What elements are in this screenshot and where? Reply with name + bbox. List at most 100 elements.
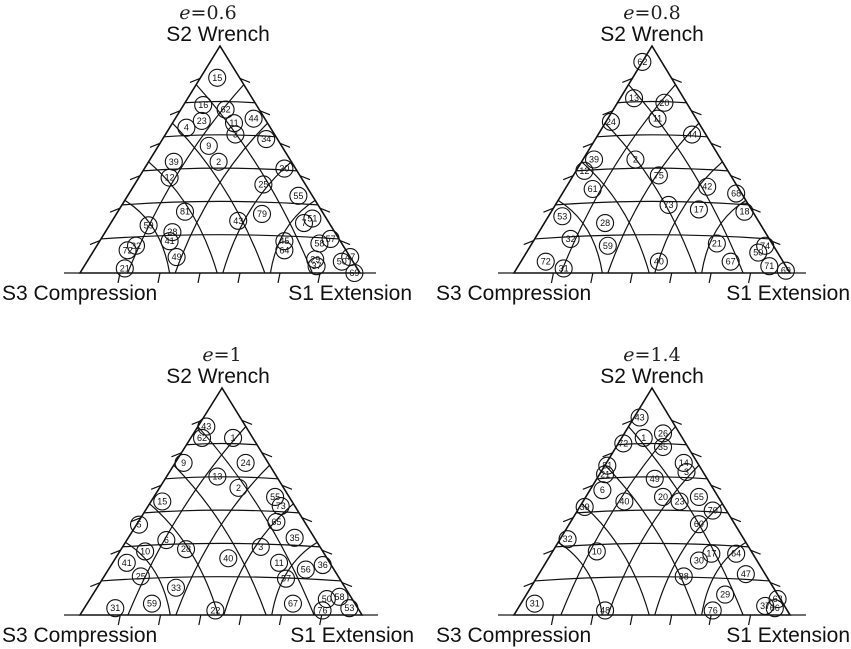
grid-arc-s2 bbox=[534, 234, 770, 240]
data-point-label: 35 bbox=[658, 442, 668, 452]
data-point-label: 21 bbox=[600, 469, 610, 479]
grid-arc-s2 bbox=[143, 509, 300, 514]
data-point: 2 bbox=[229, 478, 248, 497]
data-point-label: 76 bbox=[318, 605, 328, 615]
data-point: 73 bbox=[659, 195, 678, 214]
data-point-label: 58 bbox=[314, 238, 324, 248]
ternary-grid bbox=[498, 386, 806, 626]
axis-tick bbox=[747, 614, 752, 626]
data-point-label: 59 bbox=[603, 241, 613, 251]
vertex-label-s1: S1 Extension bbox=[288, 282, 412, 305]
data-point-label: 53 bbox=[344, 603, 354, 613]
ternary-panel-1: e=0.6 S2 Wrench S3 Compression S1 Extens… bbox=[2, 2, 412, 305]
data-point-label: 6 bbox=[164, 535, 169, 545]
axis-tick bbox=[261, 452, 273, 458]
data-point-marker bbox=[598, 456, 617, 475]
data-point-marker bbox=[276, 569, 296, 588]
grid-arc-s2 bbox=[596, 134, 708, 138]
data-point-label: 18 bbox=[739, 207, 749, 217]
data-point-label: 29 bbox=[720, 590, 730, 600]
data-point-label: 31 bbox=[559, 263, 569, 273]
data-point-marker bbox=[251, 537, 270, 556]
data-point-marker bbox=[294, 214, 314, 233]
data-point-label: 11 bbox=[229, 118, 238, 128]
data-point: 29 bbox=[306, 250, 325, 269]
vertex-label-s1: S1 Extension bbox=[726, 624, 850, 647]
axis-tick bbox=[602, 452, 613, 458]
axis-tick bbox=[622, 77, 633, 83]
data-point-marker bbox=[340, 599, 359, 618]
grid-arc-s2 bbox=[163, 134, 277, 138]
vertex-label-s3: S3 Compression bbox=[2, 624, 157, 647]
axis-tick bbox=[708, 272, 712, 284]
data-point-marker bbox=[330, 587, 349, 606]
data-point-label: 28 bbox=[600, 218, 610, 228]
axis-tick bbox=[169, 110, 181, 116]
data-point: 35 bbox=[653, 437, 673, 457]
data-point-label: 34 bbox=[261, 134, 271, 144]
data-point-label: 42 bbox=[702, 182, 712, 192]
axis-tick bbox=[523, 240, 534, 246]
data-point-label: 71 bbox=[764, 261, 774, 271]
data-point-label: 24 bbox=[241, 458, 251, 468]
data-point: 9 bbox=[199, 136, 218, 155]
data-point-marker bbox=[707, 234, 726, 253]
data-point-marker bbox=[653, 437, 673, 457]
grid-arc-s2 bbox=[555, 542, 749, 548]
data-point: 68 bbox=[727, 184, 746, 203]
axis-tick bbox=[562, 517, 574, 523]
axis-tick bbox=[671, 419, 682, 425]
data-point-label: 17 bbox=[694, 204, 704, 214]
data-point: 11 bbox=[224, 114, 244, 133]
data-point-label: 40 bbox=[619, 497, 629, 507]
data-point-label: 50 bbox=[337, 257, 347, 267]
data-point-label: 39 bbox=[169, 157, 179, 167]
data-point-label: 1 bbox=[231, 433, 236, 443]
grid-curve-s1 bbox=[174, 122, 269, 274]
data-point-marker bbox=[166, 578, 186, 597]
data-point-marker bbox=[174, 453, 193, 472]
axis-tick bbox=[543, 549, 554, 555]
data-point-marker bbox=[345, 263, 364, 283]
data-point-label: 51 bbox=[307, 214, 317, 224]
data-point: 5 bbox=[129, 515, 149, 534]
grid-curve-s1 bbox=[127, 426, 247, 616]
data-point-label: 63 bbox=[773, 594, 783, 604]
axis-tick bbox=[149, 142, 161, 148]
data-point-label: 57 bbox=[326, 234, 336, 244]
grid-arc-s2 bbox=[534, 576, 770, 582]
data-point-label: 11 bbox=[653, 114, 662, 124]
data-point-label: 57 bbox=[281, 574, 291, 584]
axis-tick bbox=[710, 142, 722, 148]
data-point: 9 bbox=[174, 453, 193, 472]
grid-curve-s3 bbox=[581, 503, 650, 616]
data-point-marker bbox=[727, 544, 746, 563]
data-point-marker bbox=[760, 257, 779, 276]
data-point-marker bbox=[735, 202, 754, 221]
data-point-label: 21 bbox=[712, 238, 722, 248]
data-point-marker bbox=[136, 542, 155, 561]
data-point-marker bbox=[153, 492, 172, 511]
data-point-label: 44 bbox=[249, 114, 259, 124]
data-point-label: 62 bbox=[197, 433, 207, 443]
axis-tick bbox=[582, 142, 594, 148]
axis-tick bbox=[708, 614, 712, 626]
axis-tick bbox=[90, 582, 101, 588]
data-point-marker bbox=[689, 551, 708, 570]
grid-curve-s1 bbox=[269, 199, 316, 274]
axis-tick bbox=[550, 614, 555, 626]
data-point-label: 30 bbox=[694, 556, 704, 566]
data-point-marker bbox=[206, 601, 225, 620]
data-point-marker bbox=[674, 567, 693, 586]
data-point-marker bbox=[765, 599, 784, 618]
ternary-panel-2: e=0.8 S2 Wrench S3 Compression S1 Extens… bbox=[436, 2, 850, 305]
axis-tick bbox=[770, 582, 781, 588]
data-point-label: 10 bbox=[140, 546, 150, 556]
data-point: 57 bbox=[276, 569, 296, 588]
grid-arc-s2 bbox=[617, 100, 687, 104]
data-point: 67 bbox=[721, 252, 740, 271]
data-point: 31 bbox=[106, 599, 125, 618]
axis-tick bbox=[669, 614, 673, 626]
data-point-marker bbox=[209, 152, 228, 171]
axis-tick bbox=[339, 240, 351, 246]
